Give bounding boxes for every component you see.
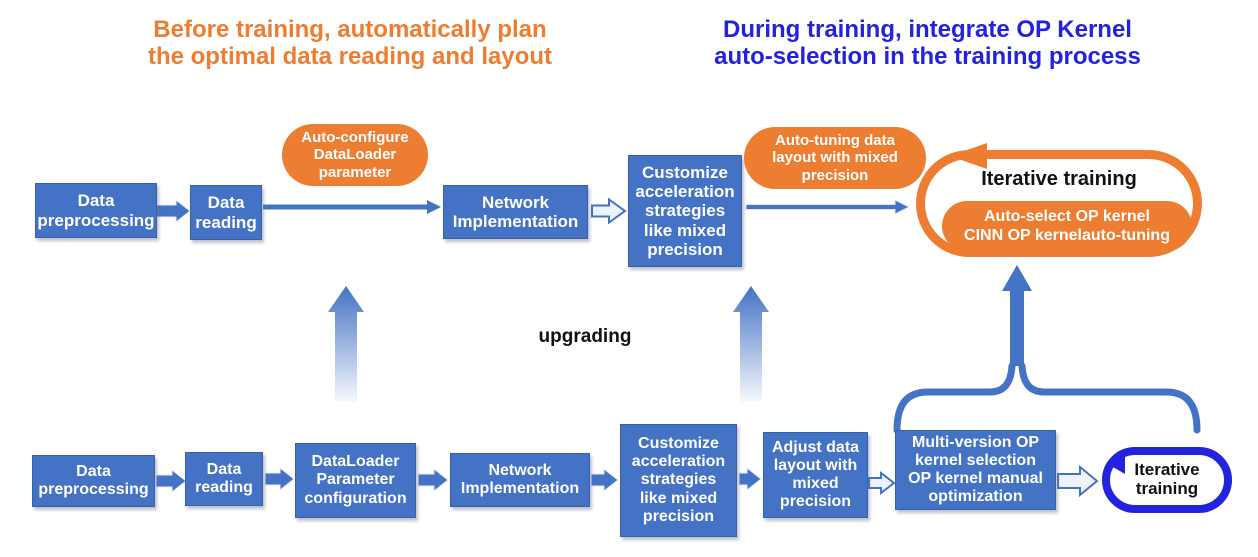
merge-connector-left xyxy=(893,362,1016,434)
up-arrow-left xyxy=(328,286,364,402)
loop-top-arrowhead-icon xyxy=(950,143,987,169)
flow-box-bottom-network-implementation: Network Implementation xyxy=(450,453,590,507)
flow-box-bottom-data-preprocessing: Data preprocessing xyxy=(32,455,155,507)
flow-box-bottom-data-reading: Data reading xyxy=(185,452,263,506)
arrow-top-4 xyxy=(745,199,911,215)
header-during-line1: During training, integrate OP Kernel xyxy=(723,16,1132,43)
loop-bottom-arrowhead-icon xyxy=(1106,452,1125,474)
header-during-line2: auto-selection in the training process xyxy=(714,43,1141,71)
header-before-line1: Before training, automatically plan xyxy=(153,16,547,43)
arrow-top-2 xyxy=(263,200,441,214)
flow-box-bottom-multi-version-op-kernel: Multi-version OP kernel selection OP ker… xyxy=(895,430,1056,510)
callout-auto-configure-dataloader: Auto-configure DataLoader parameter xyxy=(282,124,428,186)
flow-box-bottom-customize-acceleration: Customize acceleration strategies like m… xyxy=(620,424,737,537)
iterative-training-loop-bottom: Iterative training xyxy=(1102,447,1232,513)
arrow-bottom-6 xyxy=(868,470,896,496)
auto-select-op-kernel-pill: Auto-select OP kernel CINN OP kernelauto… xyxy=(942,201,1192,251)
upgrading-label: upgrading xyxy=(538,326,632,347)
flow-box-top-data-preprocessing: Data preprocessing xyxy=(35,183,157,238)
header-before-line2: the optimal data reading and layout xyxy=(147,43,553,71)
pill-line2: CINN OP kernelauto-tuning xyxy=(964,227,1170,244)
up-arrow-to-loop xyxy=(1002,265,1032,366)
loop-top-title: Iterative training xyxy=(981,168,1137,190)
up-arrow-right xyxy=(733,286,769,402)
arrow-bottom-2 xyxy=(264,466,295,492)
flow-box-bottom-adjust-data-layout: Adjust data layout with mixed precision xyxy=(763,432,868,518)
arrow-bottom-5 xyxy=(738,466,762,492)
arrow-bottom-4 xyxy=(590,467,619,493)
flow-box-top-customize-acceleration: Customize acceleration strategies like m… xyxy=(628,155,742,267)
arrow-bottom-1 xyxy=(155,468,187,494)
merge-connector-right xyxy=(1018,362,1201,434)
flow-box-bottom-dataloader-configuration: DataLoader Parameter configuration xyxy=(295,443,416,518)
arrow-top-1 xyxy=(155,198,191,224)
callout-auto-tuning-data-layout: Auto-tuning data layout with mixed preci… xyxy=(744,127,926,189)
arrow-top-3 xyxy=(591,197,627,225)
header-before-training: Before training, automatically plan the … xyxy=(130,16,570,70)
header-during-training: During training, integrate OP Kernel aut… xyxy=(705,16,1150,70)
arrow-bottom-3 xyxy=(417,467,449,493)
pill-line1: Auto-select OP kernel xyxy=(984,207,1150,225)
flow-box-top-data-reading: Data reading xyxy=(190,185,262,240)
flow-box-top-network-implementation: Network Implementation xyxy=(443,185,588,239)
arrow-bottom-7 xyxy=(1057,464,1099,498)
